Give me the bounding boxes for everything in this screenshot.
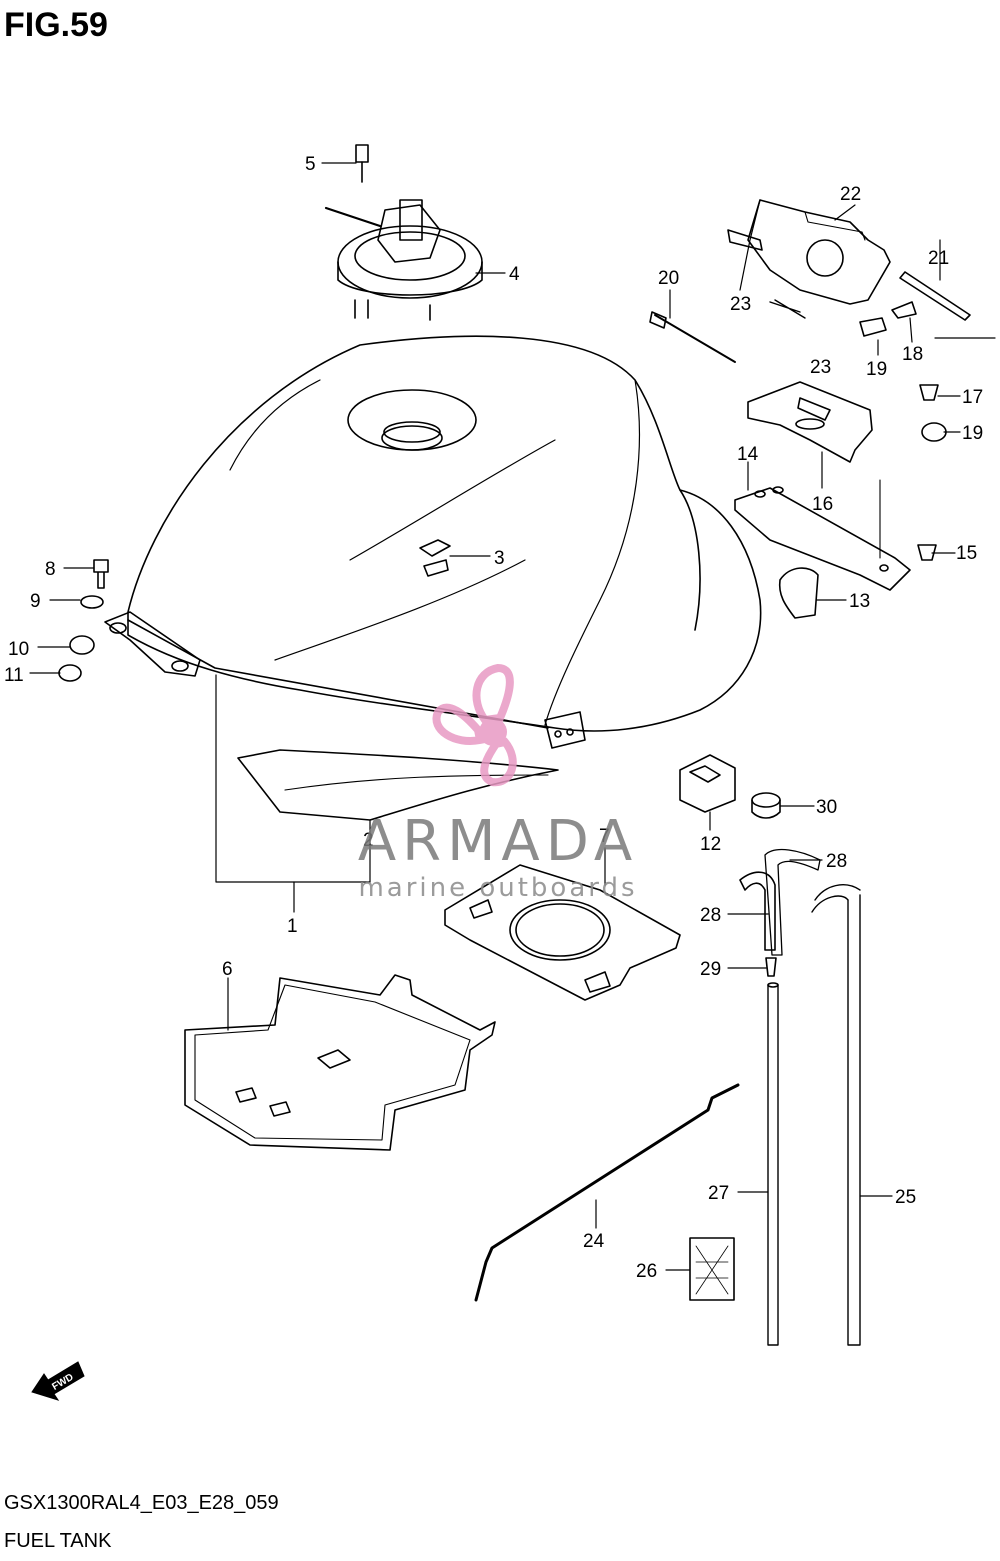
fuel-tank-part xyxy=(104,335,762,749)
callout-27: 27 xyxy=(708,1183,729,1204)
callout-19a: 19 xyxy=(866,359,887,380)
callout-14: 14 xyxy=(737,444,759,465)
callout-13: 13 xyxy=(849,591,870,612)
callout-29: 29 xyxy=(700,959,721,980)
callout-23b: 23 xyxy=(810,357,831,378)
section-name: FUEL TANK xyxy=(4,1530,112,1552)
callout-12: 12 xyxy=(700,834,721,855)
callout-1: 1 xyxy=(287,916,298,937)
callout-25: 25 xyxy=(895,1187,916,1208)
callout-9: 9 xyxy=(30,591,41,612)
callout-30: 30 xyxy=(816,797,837,818)
callout-3: 3 xyxy=(494,548,505,569)
watermark-brand: ARMADA xyxy=(358,809,638,874)
callout-8: 8 xyxy=(45,559,56,580)
callout-17: 17 xyxy=(962,387,983,408)
callout-26: 26 xyxy=(636,1261,657,1282)
callout-10: 10 xyxy=(8,639,29,660)
callout-7: 7 xyxy=(599,826,610,847)
fwd-label: FWD xyxy=(50,1372,75,1393)
heat-shield-part xyxy=(184,974,496,1151)
callout-4: 4 xyxy=(509,264,520,285)
hinge-bracket-part xyxy=(649,199,971,561)
callout-6: 6 xyxy=(222,959,233,980)
callout-20: 20 xyxy=(658,268,679,289)
callout-2: 2 xyxy=(363,830,374,851)
model-code: GSX1300RAL4_E03_E28_059 xyxy=(4,1492,279,1514)
callout-19b: 19 xyxy=(962,423,983,444)
watermark-tagline: marine outboards xyxy=(358,873,637,903)
rubber-cushion-part xyxy=(778,567,819,619)
clamp-block-part xyxy=(679,754,736,813)
decal-stripe-part xyxy=(237,749,559,821)
fwd-direction-arrow: FWD xyxy=(31,1361,85,1401)
callout-24: 24 xyxy=(583,1231,605,1252)
bolt-part xyxy=(355,144,369,183)
watermark-logo: ARMADA marine outboards xyxy=(358,663,638,903)
warning-label-part xyxy=(689,1237,735,1301)
callout-28b: 28 xyxy=(700,905,721,926)
callout-23a: 23 xyxy=(730,294,751,315)
hoses-part xyxy=(739,848,861,1346)
callout-18: 18 xyxy=(902,344,923,365)
callout-28a: 28 xyxy=(826,851,847,872)
callout-16: 16 xyxy=(812,494,833,515)
callout-21: 21 xyxy=(928,248,949,269)
callout-22: 22 xyxy=(840,184,861,205)
collar-part xyxy=(751,792,781,819)
gasket-part xyxy=(444,864,681,1001)
rod-part xyxy=(474,1083,740,1302)
rear-bracket-part xyxy=(734,381,911,591)
figure-title: FIG.59 xyxy=(4,6,108,44)
callout-5: 5 xyxy=(305,154,316,175)
callout-15: 15 xyxy=(956,543,977,564)
propeller-icon xyxy=(432,663,517,787)
front-mount-hardware xyxy=(58,559,109,682)
fuel-cap-part xyxy=(324,199,483,321)
callout-11: 11 xyxy=(4,665,24,686)
